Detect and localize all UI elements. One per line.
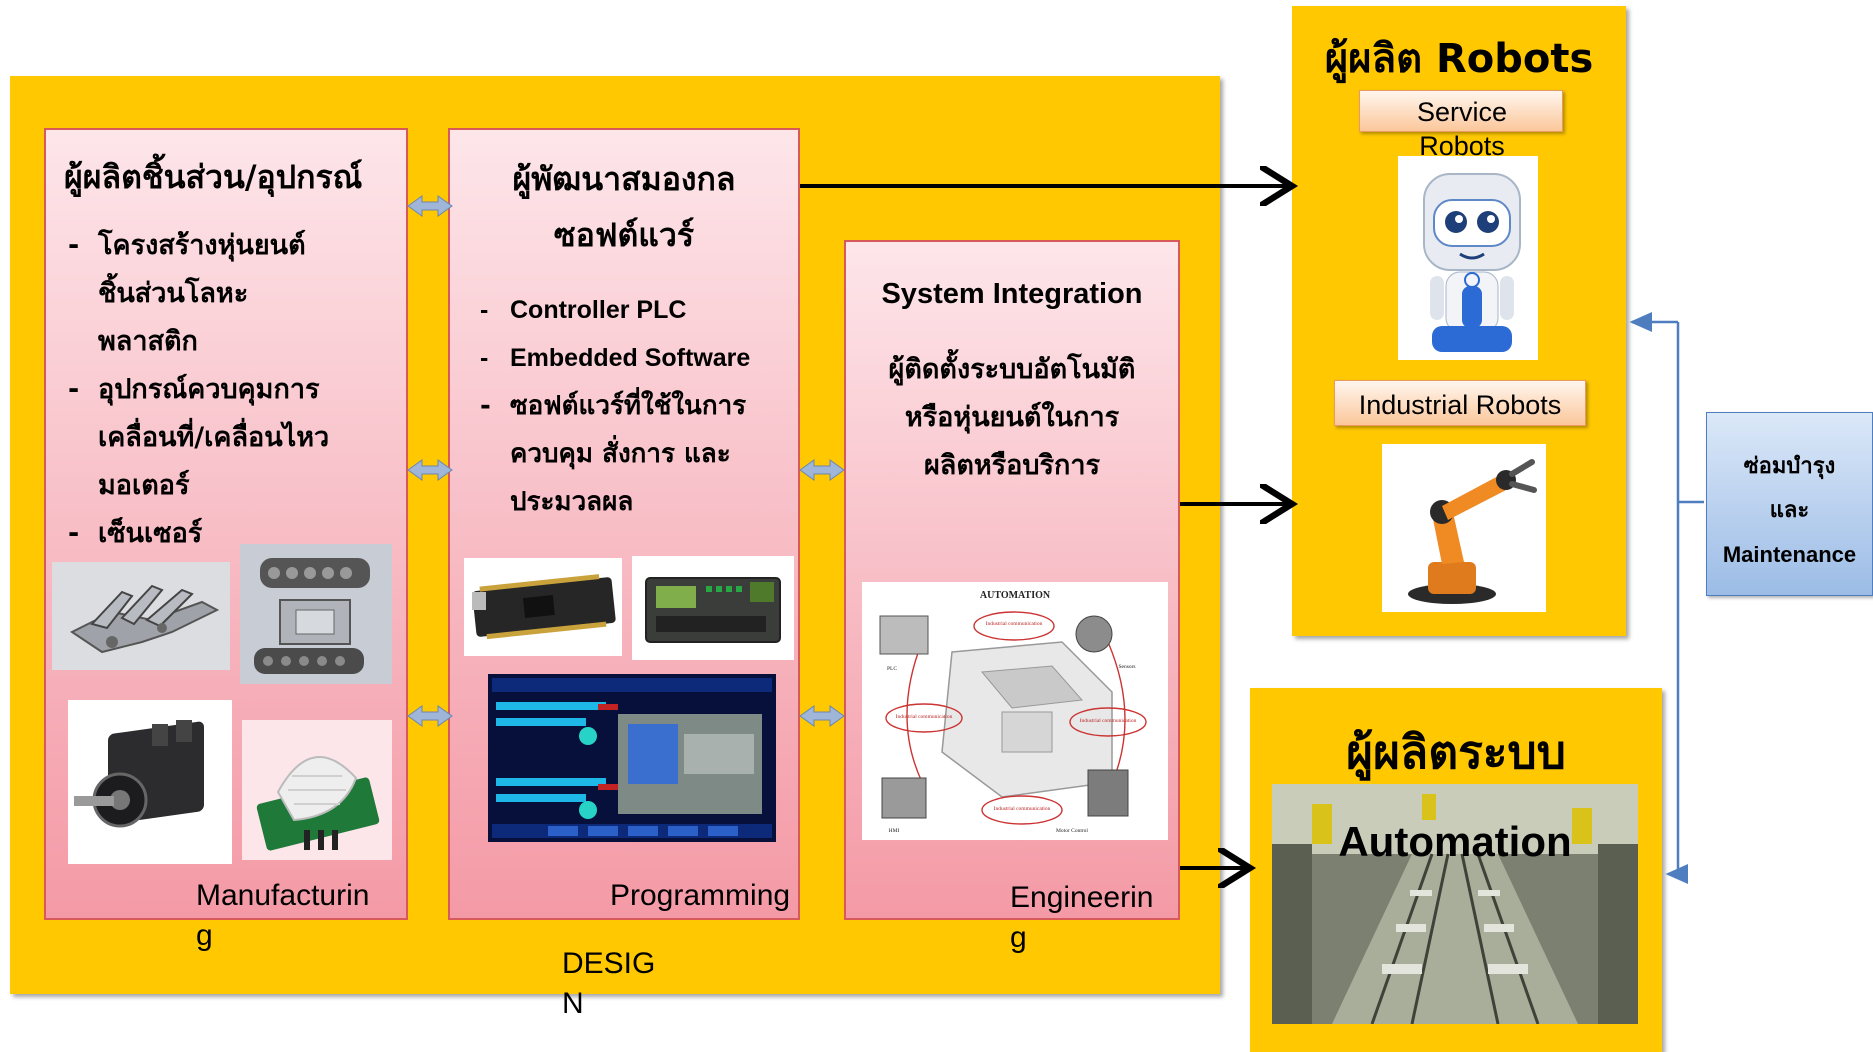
bullet-line: ซอฟต์แวร์ที่ใช้ในการ: [510, 391, 747, 421]
double-arrow-icon: [407, 459, 453, 481]
bullet-line: ชิ้นส่วนโลหะ: [98, 278, 249, 309]
programming-title-line1: ผู้พัฒนาสมองกล: [512, 160, 736, 198]
figure-label: Industrial communication: [986, 621, 1043, 627]
service-robots-text: Service Robots: [1416, 97, 1508, 161]
figure-label: PLC: [887, 666, 897, 672]
metal-parts-photo: [240, 544, 392, 684]
figure-label: Motor Control: [1056, 828, 1088, 834]
design-label: DESIGN: [562, 947, 656, 1020]
servo-motor-photo: [68, 700, 232, 864]
systems-panel: ผู้ผลิตระบบ Automation: [1250, 688, 1662, 1052]
hmi-screen-photo: [488, 674, 776, 842]
service-robot-photo: [1398, 156, 1538, 360]
bullet-line: ควบคุม สั่งการ และ: [510, 439, 731, 469]
bullet-line: โครงสร้างหุ่นยนต์: [98, 230, 306, 261]
maintenance-line: Maintenance: [1722, 542, 1857, 567]
desc-line: หรือหุ่นยนต์ในการ: [904, 402, 1120, 433]
bullet-line: เซ็นเซอร์: [98, 518, 203, 549]
bullet-line: Embedded Software: [510, 344, 751, 372]
double-arrows-layer: [407, 195, 845, 727]
bullet-item: - โครงสร้างหุ่นยนต์ ชิ้นส่วนโลหะ พลาสติก: [68, 222, 329, 366]
automation-figure: AUTOMATION Industrial communication Sens…: [862, 582, 1168, 840]
pir-sensor-photo: [242, 720, 392, 860]
plc-controller-photo: [632, 556, 794, 660]
automation-figure-title: AUTOMATION: [980, 590, 1051, 601]
arduino-board-photo: [464, 558, 622, 656]
systems-panel-title: ผู้ผลิตระบบ: [1346, 725, 1566, 779]
bullet-line: ประมวลผล: [510, 487, 634, 517]
bullet-item: - Embedded Software: [480, 334, 750, 382]
double-arrow-icon: [407, 195, 453, 217]
engineering-title: System Integration: [881, 278, 1143, 310]
figure-label: Industrial communication: [896, 714, 953, 720]
bullet-line: เคลื่อนที่/เคลื่อนไหว: [98, 422, 330, 453]
double-arrow-icon: [407, 705, 453, 727]
programming-title-line2: ซอฟต์แวร์: [553, 216, 695, 254]
engineering-desc: ผู้ติดตั้งระบบอัตโนมัติ หรือหุ่นยนต์ในกา…: [846, 346, 1178, 490]
factory-line-photo: Automation: [1272, 784, 1638, 1024]
bullet-line: พลาสติก: [98, 326, 198, 357]
manufacturing-box: ผู้ผลิตชิ้นส่วน/อุปกรณ์ - โครงสร้างหุ่นย…: [44, 128, 408, 920]
bullet-item: - ซอฟต์แวร์ที่ใช้ในการ ควบคุม สั่งการ แล…: [480, 382, 750, 526]
service-robots-label: Service Robots: [1359, 90, 1563, 161]
manufacturing-footer: Manufacturing: [196, 879, 370, 952]
bullet-line: อุปกรณ์ควบคุมการ: [98, 374, 320, 405]
programming-box: ผู้พัฒนาสมองกล ซอฟต์แวร์ - Controller PL…: [448, 128, 800, 920]
figure-label: Industrial communication: [994, 806, 1051, 812]
industrial-robot-photo: [1382, 444, 1546, 612]
manufacturing-bullets: - โครงสร้างหุ่นยนต์ ชิ้นส่วนโลหะ พลาสติก…: [68, 222, 329, 558]
programming-bullets: - Controller PLC - Embedded Software - ซ…: [480, 286, 750, 526]
programming-footer: Programming: [610, 879, 791, 912]
robot-hand-photo: [52, 562, 230, 670]
automation-overlay-label: Automation: [1338, 818, 1572, 865]
maintenance-line: ซ่อมบำรุง: [1743, 454, 1836, 479]
figure-label: HMI: [889, 828, 900, 834]
figure-label: Industrial communication: [1080, 718, 1137, 724]
engineering-box: System Integration ผู้ติดตั้งระบบอัตโนมั…: [844, 240, 1180, 920]
bullet-item: - อุปกรณ์ควบคุมการ เคลื่อนที่/เคลื่อนไหว…: [68, 366, 329, 510]
manufacturing-title: ผู้ผลิตชิ้นส่วน/อุปกรณ์: [64, 158, 363, 196]
desc-line: ผู้ติดตั้งระบบอัตโนมัติ: [888, 354, 1136, 385]
robots-panel: ผู้ผลิต Robots Service Robots Industrial…: [1292, 6, 1626, 636]
engineering-footer: Engineering: [1010, 881, 1154, 954]
robots-panel-title: ผู้ผลิต Robots: [1324, 36, 1594, 82]
maintenance-card: ซ่อมบำรุง และ Maintenance: [1706, 412, 1873, 596]
maintenance-line: และ: [1769, 498, 1810, 523]
bullet-line: มอเตอร์: [98, 470, 190, 501]
double-arrow-icon: [799, 459, 845, 481]
figure-label: Sensors: [1118, 664, 1135, 670]
double-arrow-icon: [799, 705, 845, 727]
bullet-line: Controller PLC: [510, 296, 687, 324]
desc-line: ผลิตหรือบริการ: [923, 450, 1101, 481]
bullet-item: - Controller PLC: [480, 286, 750, 334]
industrial-robots-label: Industrial Robots: [1334, 380, 1586, 426]
bullet-item: - เซ็นเซอร์: [68, 510, 329, 558]
